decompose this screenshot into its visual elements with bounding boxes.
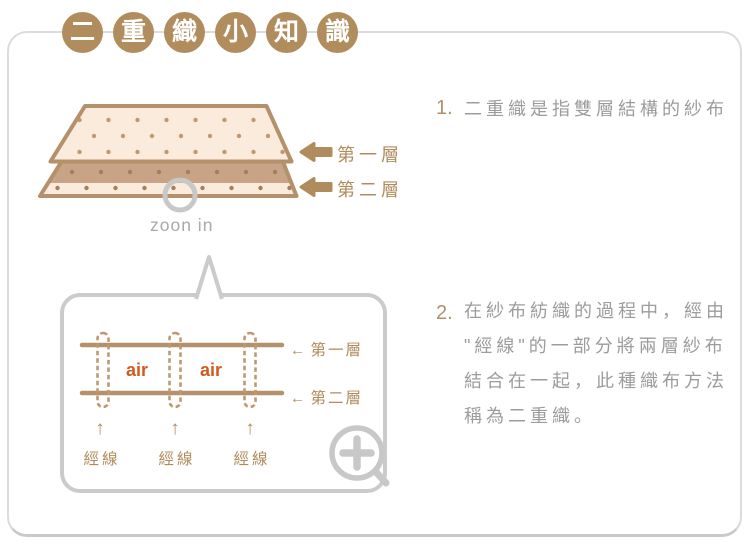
title-badge: 二: [62, 12, 103, 53]
magnifier-icon: [329, 425, 390, 487]
zoom-box-diagram: [60, 255, 390, 493]
note-2-line: 在紗布紡織的過程中，經由: [464, 301, 728, 321]
title-badges: 二 重 織 小 知 識: [62, 12, 358, 53]
warp-thread-loop: [243, 331, 257, 409]
zoom-layer-2-text: 第二層: [310, 390, 364, 407]
title-badge: 織: [164, 12, 205, 53]
warp-thread-loop: [96, 331, 110, 409]
warp-thread-label: 經線: [83, 451, 121, 468]
title-badge: 小: [215, 12, 256, 53]
warp-thread-label: 經線: [233, 451, 271, 468]
left-arrow-icon: ←: [290, 342, 308, 359]
up-arrow-icon: ↑: [245, 418, 255, 439]
note-1-text: 二重織是指雙層結構的紗布: [464, 99, 728, 119]
left-arrow-icon: ←: [290, 390, 308, 407]
title-badge: 知: [266, 12, 307, 53]
title-badge: 重: [113, 12, 154, 53]
zoom-layer-1-label: ←第一層: [290, 338, 363, 360]
up-arrow-icon: ↑: [95, 418, 105, 439]
air-label: air: [125, 360, 149, 380]
fabric-layer-1-dots: [50, 106, 292, 162]
fabric-layer-2-label: 第二層: [337, 180, 403, 200]
air-label: air: [199, 360, 223, 380]
warp-thread-label: 經線: [158, 451, 196, 468]
fabric-layer-1-label: 第一層: [337, 145, 403, 165]
left-arrow-icon: [299, 177, 333, 197]
note-2-line: 稱為二重織。: [464, 406, 596, 426]
zoom-hint-text: zoon in: [150, 215, 214, 235]
zoom-layer-2-label: ←第二層: [290, 386, 363, 408]
note-2-text: 在紗布紡織的過程中，經由 "經線"的一部分將兩層紗布 結合在一起，此種織布方法 …: [464, 294, 728, 434]
up-arrow-icon: ↑: [170, 418, 180, 439]
pointer-triangle: [196, 257, 222, 299]
warp-thread-loop: [168, 331, 182, 409]
fabric-layer-2-shading: [40, 160, 297, 196]
fabric-layers-diagram: [38, 104, 333, 213]
note-1-number: 1.: [436, 97, 453, 119]
zoom-target-circle-icon: [162, 177, 198, 213]
zoom-layer-1-text: 第一層: [310, 342, 364, 359]
note-2-line: "經線"的一部分將兩層紗布: [464, 336, 727, 356]
note-2-number: 2.: [436, 302, 453, 324]
note-2-line: 結合在一起，此種織布方法: [464, 371, 728, 391]
pointer-triangle-outline: [194, 255, 224, 300]
title-badge: 識: [317, 12, 358, 53]
left-arrow-icon: [299, 142, 333, 162]
